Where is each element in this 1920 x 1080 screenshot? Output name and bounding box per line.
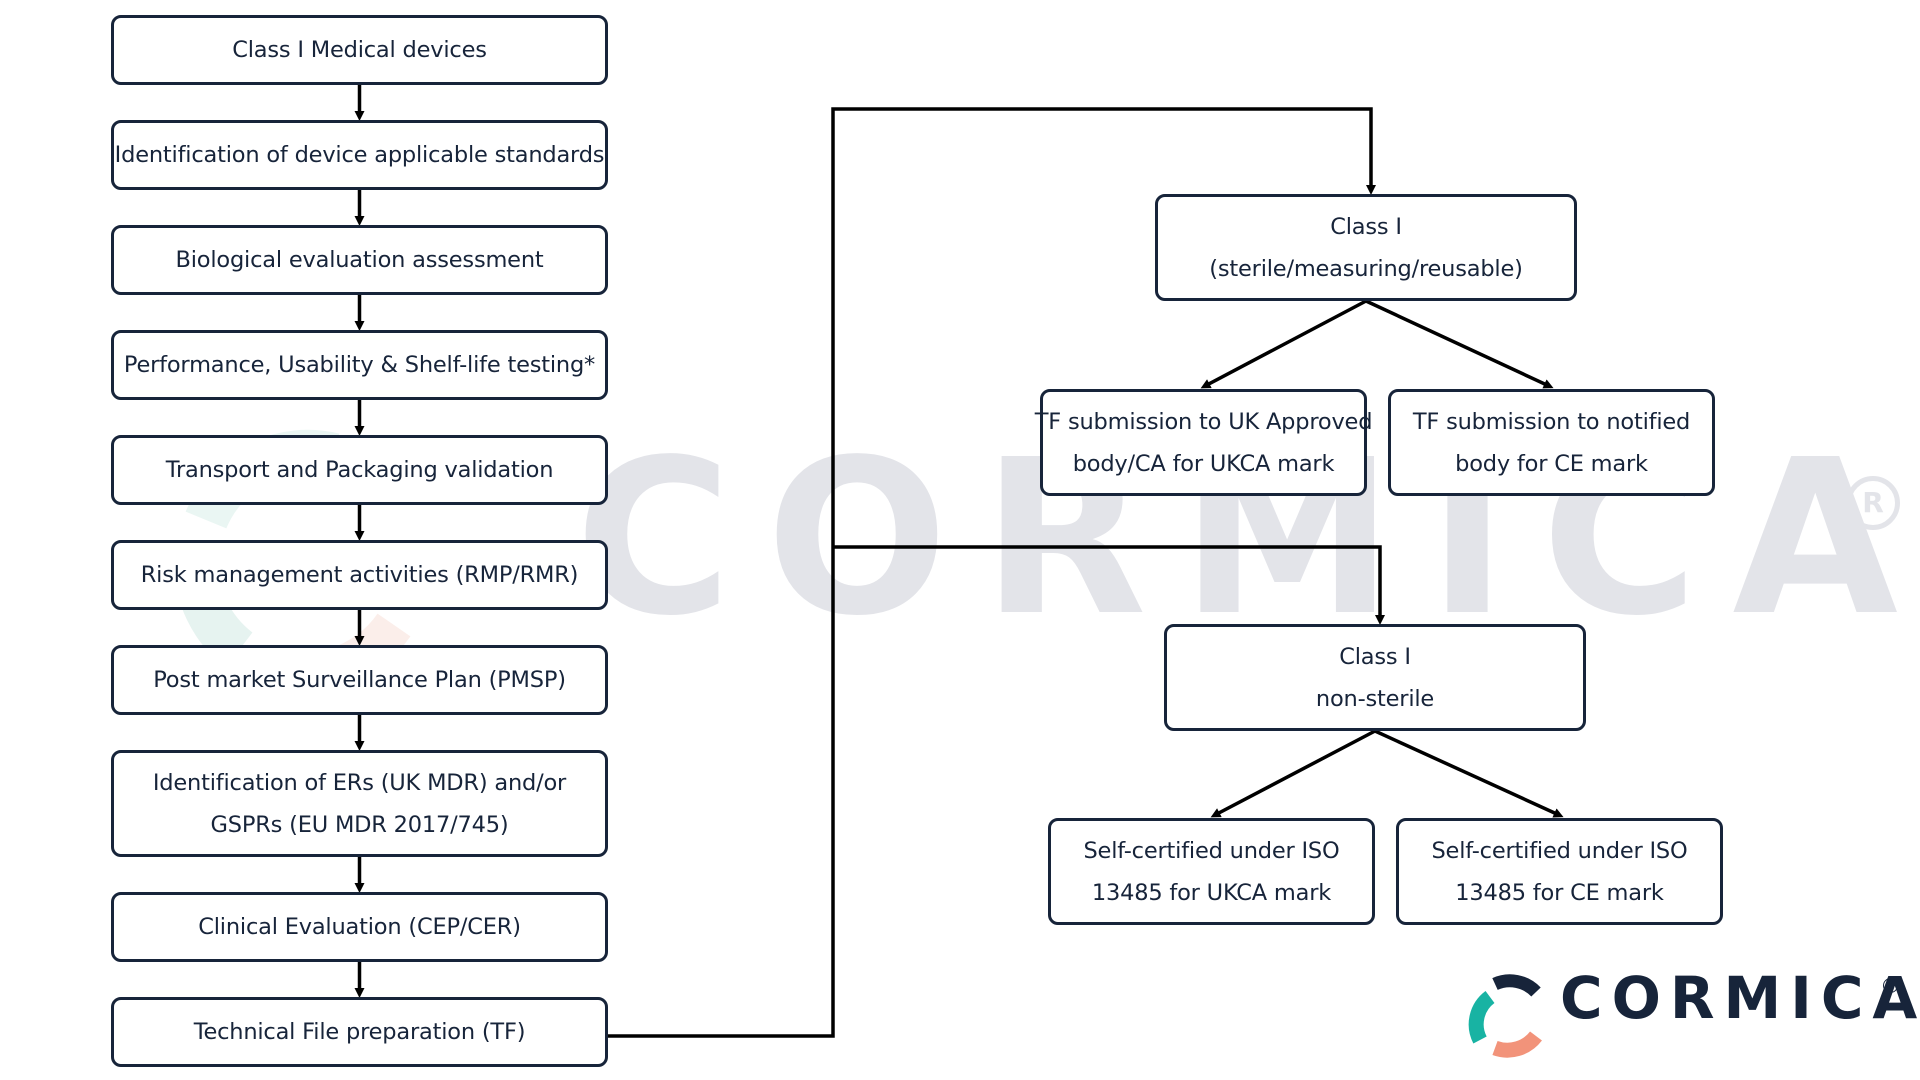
- step-risk-management: Risk management activities (RMP/RMR): [111, 540, 608, 610]
- step-identification-of-standards: Identification of device applicable stan…: [111, 120, 608, 190]
- registered-trademark-icon: R: [1883, 978, 1898, 993]
- tf-submission-ce-box: TF submission to notified body for CE ma…: [1388, 389, 1715, 496]
- class-i-sterile-line-1: Class I: [1330, 213, 1402, 240]
- step-performance-testing: Performance, Usability & Shelf-life test…: [111, 330, 608, 400]
- step-technical-file-preparation: Technical File preparation (TF): [111, 997, 608, 1067]
- step-line: GSPRs (EU MDR 2017/745): [210, 811, 509, 838]
- step-biological-evaluation: Biological evaluation assessment: [111, 225, 608, 295]
- step-class-i-medical-devices: Class I Medical devices: [111, 15, 608, 85]
- connector-to-non-sterile-branch: [833, 545, 1385, 625]
- step-line: Biological evaluation assessment: [175, 247, 544, 273]
- step-line: Post market Surveillance Plan (PMSP): [153, 667, 566, 693]
- step-line: Class I Medical devices: [232, 37, 487, 63]
- tf-submission-ukca-line-2: body/CA for UKCA mark: [1072, 450, 1335, 477]
- step-line: Transport and Packaging validation: [165, 457, 554, 483]
- step-line: Risk management activities (RMP/RMR): [140, 562, 579, 588]
- class-i-non-sterile-box: Class I non-sterile: [1164, 624, 1586, 731]
- class-i-non-sterile-line-2: non-sterile: [1315, 685, 1435, 712]
- self-certified-ce-line-1: Self-certified under ISO: [1431, 837, 1688, 864]
- self-certified-ce-line-2: 13485 for CE mark: [1455, 879, 1664, 906]
- step-post-market-surveillance: Post market Surveillance Plan (PMSP): [111, 645, 608, 715]
- tf-submission-ukca-box: TF submission to UK Approved body/CA for…: [1035, 389, 1372, 496]
- tf-submission-ce-line-2: body for CE mark: [1455, 450, 1648, 477]
- step-line: Performance, Usability & Shelf-life test…: [123, 352, 596, 378]
- self-certified-ukca-box: Self-certified under ISO 13485 for UKCA …: [1048, 818, 1375, 925]
- step-line: Technical File preparation (TF): [193, 1019, 526, 1045]
- tf-submission-ukca-line-1: TF submission to UK Approved: [1034, 408, 1373, 435]
- split-arrow-self-ce: [1374, 729, 1564, 818]
- watermark-registered-icon: R: [1846, 476, 1900, 530]
- step-line: Identification of ERs (UK MDR) and/or: [152, 769, 567, 796]
- class-i-sterile-line-2: (sterile/measuring/reusable): [1209, 255, 1523, 282]
- self-certified-ukca-line-2: 13485 for UKCA mark: [1091, 879, 1332, 906]
- step-clinical-evaluation: Clinical Evaluation (CEP/CER): [111, 892, 608, 962]
- split-arrow-self-ukca: [1210, 729, 1376, 818]
- split-arrow-tf-ukca: [1200, 299, 1367, 389]
- step-line: Identification of device applicable stan…: [114, 142, 605, 168]
- class-i-non-sterile-line-1: Class I: [1339, 643, 1411, 670]
- tf-submission-ce-line-1: TF submission to notified: [1412, 408, 1691, 435]
- step-transport-packaging-validation: Transport and Packaging validation: [111, 435, 608, 505]
- cormica-logo-mark: [1468, 974, 1542, 1058]
- split-arrow-tf-ce: [1365, 299, 1554, 389]
- connector-to-sterile-branch: [608, 107, 1376, 1038]
- self-certified-ce-box: Self-certified under ISO 13485 for CE ma…: [1396, 818, 1723, 925]
- class-i-sterile-box: Class I (sterile/measuring/reusable): [1155, 194, 1577, 301]
- self-certified-ukca-line-1: Self-certified under ISO: [1083, 837, 1340, 864]
- cormica-logo-text: CORMICA: [1560, 964, 1920, 1032]
- step-line: Clinical Evaluation (CEP/CER): [198, 914, 521, 940]
